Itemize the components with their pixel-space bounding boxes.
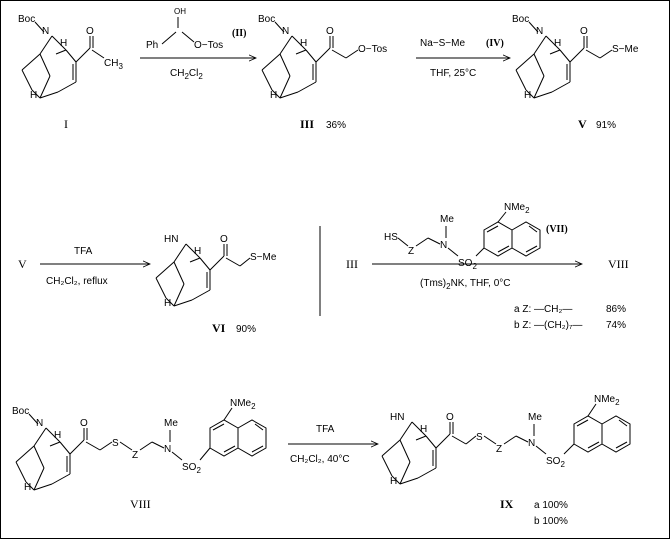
compound-IX-structure: HN H H O S Z N Me SO2 NMe2 [381, 394, 631, 487]
reagent-nasme: Na−S−Me [420, 38, 465, 49]
hs-label: HS [384, 232, 398, 243]
sme-label: S−Me [612, 44, 639, 55]
h-label: H [54, 430, 61, 441]
s-label: S [112, 438, 119, 449]
h-label: H [60, 38, 67, 49]
me-label: Me [440, 214, 454, 225]
compound-I-label: I [64, 117, 68, 131]
reagent-tag-IV: (IV) [486, 38, 504, 49]
n-label: N [440, 240, 447, 251]
z-label: Z [408, 246, 414, 257]
me-label: Me [164, 418, 178, 429]
z-label: Z [496, 444, 502, 455]
o-label: O [446, 412, 454, 423]
compound-VIII-structure: Boc N H H O S Z N Me SO2 NMe2 [12, 398, 267, 493]
compound-VI-label: VI [212, 321, 226, 335]
so2-label: SO2 [182, 462, 201, 475]
h-label: H [194, 246, 201, 257]
h-label: H [300, 38, 307, 49]
hn-label: HN [390, 412, 404, 423]
n-label: N [528, 438, 535, 449]
reagent-otos: O−Tos [194, 40, 223, 51]
compound-V-yield: 91% [596, 120, 616, 131]
boc-label: Boc [512, 14, 529, 25]
o-label: O [326, 26, 334, 37]
yield-b-label: b Z: —(CH₂)₇— [514, 320, 582, 331]
compound-V-label: V [578, 117, 587, 131]
o-label: O [80, 418, 88, 429]
h-label: H [524, 90, 531, 101]
reagent-ph: Ph [146, 40, 158, 51]
o-label: O [580, 26, 588, 37]
compound-V-structure: Boc N H H O S−Me [512, 14, 639, 101]
compound-IX-yield-a: a 100% [534, 500, 568, 511]
compound-VIII-product: VIII [608, 257, 629, 271]
compound-III-start: III [346, 257, 358, 271]
hn-label: HN [164, 234, 178, 245]
reagent-tag-II: (II) [232, 28, 246, 39]
arrow-3: TFA CH₂Cl₂, reflux [40, 246, 150, 287]
h-label: H [270, 90, 277, 101]
compound-IX-label: IX [500, 497, 514, 511]
condition-tms2nk: (Tms)2NK, THF, 0°C [420, 278, 511, 291]
me-label: Me [528, 412, 542, 423]
ch3-label: CH3 [104, 58, 123, 71]
compound-VI-structure: HN H H O S−Me [155, 234, 277, 309]
compound-V-start: V [18, 257, 27, 271]
yield-a-label: a Z: —CH₂— [514, 304, 572, 315]
h-label: H [554, 38, 561, 49]
compound-VIII-label: VIII [130, 497, 151, 511]
o-label: O [86, 26, 94, 37]
z-label: Z [132, 450, 138, 461]
n-label: N [164, 444, 171, 455]
arrow-1: OH Ph O−Tos (II) CH2Cl2 [140, 7, 256, 81]
s-label: S [476, 432, 483, 443]
boc-label: Boc [258, 14, 275, 25]
h-label: H [164, 298, 171, 309]
reagent-tag-VII: (VII) [546, 224, 568, 235]
otos-label: O−Tos [358, 44, 387, 55]
h-label: H [30, 90, 37, 101]
reagent-tfa: TFA [316, 424, 335, 435]
compound-VI-yield: 90% [236, 324, 256, 335]
nme2-label: NMe2 [230, 398, 256, 411]
nme2-label: NMe2 [594, 394, 620, 407]
compound-III-yield: 36% [326, 120, 346, 131]
condition-thf: THF, 25°C [430, 68, 476, 79]
boc-label: Boc [12, 406, 29, 417]
arrow-2: Na−S−Me (IV) THF, 25°C [416, 38, 510, 79]
solvent-ch2cl2: CH2Cl2 [170, 68, 203, 81]
reagent-tfa: TFA [74, 246, 93, 257]
so2-label: SO2 [546, 456, 565, 469]
yield-a-value: 86% [606, 304, 626, 315]
arrow-5: TFA CH₂Cl₂, 40°C [288, 424, 378, 465]
compound-III-label: III [300, 117, 314, 131]
compound-IX-yield-b: b 100% [534, 516, 568, 527]
h-label: H [24, 482, 31, 493]
sme-label: S−Me [250, 252, 277, 263]
compound-III-structure: Boc N H H O O−Tos [258, 14, 387, 101]
compound-I-structure: Boc N H H O CH3 [18, 14, 123, 101]
condition-40c: CH₂Cl₂, 40°C [290, 454, 350, 465]
o-label: O [220, 234, 228, 245]
reagent-VII-structure: HS Z N Me SO2 NMe2 [384, 202, 541, 271]
n-label: N [42, 26, 49, 37]
arrow-4: (Tms)2NK, THF, 0°C [372, 264, 582, 291]
boc-label: Boc [18, 14, 35, 25]
n-label: N [36, 418, 43, 429]
n-label: N [536, 26, 543, 37]
n-label: N [282, 26, 289, 37]
oh-label: OH [174, 7, 186, 16]
condition-reflux: CH₂Cl₂, reflux [46, 276, 108, 287]
h-label: H [390, 476, 397, 487]
nme2-label: NMe2 [504, 202, 530, 215]
yield-b-value: 74% [606, 320, 626, 331]
h-label: H [420, 424, 427, 435]
